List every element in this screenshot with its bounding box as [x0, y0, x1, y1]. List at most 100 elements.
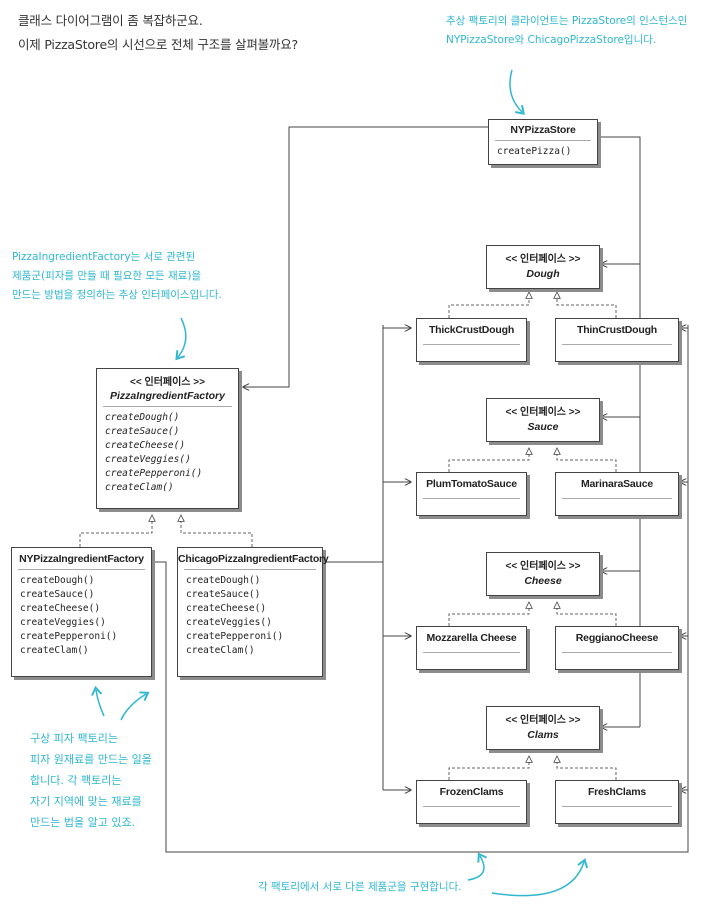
realize-plumtomato — [448, 448, 529, 472]
class-name: MarinaraSauce — [580, 478, 654, 490]
realize-reggiano — [557, 602, 617, 626]
interface-name: Sauce — [527, 421, 559, 433]
divider — [184, 569, 316, 570]
realize-marinara — [557, 448, 617, 472]
realize-ny-factory — [79, 515, 152, 547]
divider — [562, 806, 672, 807]
pointer-arrow-icon — [467, 852, 487, 881]
stereotype-label: << 인터페이스 >> — [505, 254, 581, 265]
class-name: NYPizzaStore — [510, 124, 576, 136]
ny-factory-loop — [152, 325, 689, 853]
store-to-factory-association — [243, 126, 488, 387]
method: createSauce() — [186, 589, 261, 600]
realize-thickcrust — [448, 292, 529, 318]
realize-freshclams — [557, 756, 617, 780]
class-name: ThinCrustDough — [576, 324, 658, 336]
interface-clams: << 인터페이스 >> Clams — [486, 706, 600, 750]
class-name: FreshClams — [587, 786, 647, 798]
divider — [423, 344, 520, 345]
interface-pizzaingredientfactory: << 인터페이스 >> PizzaIngredientFactory creat… — [96, 368, 239, 509]
method: createDough() — [20, 575, 95, 586]
method: createPepperoni() — [105, 468, 203, 479]
interface-name: PizzaIngredientFactory — [110, 390, 225, 402]
divider — [18, 569, 145, 570]
note-abstract-line: 만드는 방법을 정의하는 추상 인터페이스입니다. — [12, 289, 222, 301]
pointer-arrow-icon — [491, 858, 588, 897]
method: createCheese() — [20, 603, 101, 614]
class-name: Mozzarella Cheese — [426, 632, 517, 644]
divider — [423, 498, 520, 499]
note-abstract-line: 제품군(피자를 만들 때 필요한 모든 재료)을 — [12, 270, 202, 282]
stereotype-label: << 인터페이스 >> — [505, 407, 581, 418]
note-client-line: NYPizzaStore와 ChicagoPizzaStore입니다. — [446, 34, 657, 46]
class-thickcrustdough: ThickCrustDough — [416, 318, 527, 362]
method: createClam() — [186, 645, 255, 656]
store-right-trunk — [598, 136, 641, 727]
interface-dough: << 인터페이스 >> Dough — [486, 245, 600, 289]
divider — [562, 498, 672, 499]
pointer-arrow-icon — [120, 691, 150, 721]
method: createPepperoni() — [186, 631, 284, 642]
method-list: createDough() createSauce() createCheese… — [178, 570, 322, 658]
method-list: createDough() createSauce() createCheese… — [12, 570, 151, 658]
method: createClam() — [20, 645, 89, 656]
pointer-arrow-icon — [509, 69, 525, 115]
method: createVeggies() — [20, 617, 106, 628]
class-name: ChicagoPizzaIngredientFactory — [178, 553, 329, 565]
note-abstract-line: PizzaIngredientFactory는 서로 관련된 — [12, 251, 196, 263]
note-concrete-line: 피자 원재료를 만드는 일을 — [30, 753, 152, 766]
divider — [103, 406, 232, 407]
class-marinarasauce: MarinaraSauce — [555, 472, 679, 516]
note-concrete-line: 만드는 법을 알고 있죠. — [30, 816, 136, 829]
note-product-families: 각 팩토리에서 서로 다른 제품군을 구현합니다. — [258, 881, 462, 893]
note-client-line: 추상 팩토리의 클라이언트는 PizzaStore의 인스턴스인 — [446, 15, 688, 27]
realize-thincrust — [557, 292, 617, 318]
interface-name: Dough — [526, 268, 560, 280]
class-mozzarellacheese: Mozzarella Cheese — [416, 626, 527, 670]
note-concrete-line: 합니다. 각 팩토리는 — [30, 774, 122, 787]
method: createCheese() — [186, 603, 267, 614]
class-frozenclams: FrozenClams — [416, 780, 527, 824]
class-name: NYPizzaIngredientFactory — [19, 553, 144, 565]
stereotype-label: << 인터페이스 >> — [130, 377, 205, 388]
divider — [423, 806, 520, 807]
method-list: createPizza() — [489, 141, 597, 159]
note-client: 추상 팩토리의 클라이언트는 PizzaStore의 인스턴스인 NYPizza… — [446, 12, 687, 50]
stereotype-label: << 인터페이스 >> — [505, 561, 581, 572]
divider — [562, 344, 672, 345]
class-thincrustdough: ThinCrustDough — [555, 318, 679, 362]
pointer-arrow-icon — [91, 685, 105, 717]
realize-mozzarella — [448, 602, 529, 626]
interface-name: Cheese — [524, 575, 562, 587]
class-name: ReggianoCheese — [575, 632, 659, 644]
intro-line-1: 클래스 다이어그램이 좀 복잡하군요. — [18, 13, 203, 28]
method: createVeggies() — [105, 454, 191, 465]
pointer-arrow-icon — [175, 317, 187, 361]
realize-frozenclams — [448, 756, 529, 780]
method: createPizza() — [497, 146, 572, 157]
method: createSauce() — [20, 589, 95, 600]
class-nypizzaingredientfactory: NYPizzaIngredientFactory createDough() c… — [11, 547, 152, 677]
class-nypizzastore: NYPizzaStore createPizza() — [488, 119, 598, 165]
class-name: ThickCrustDough — [428, 324, 515, 336]
class-name: FrozenClams — [439, 786, 504, 798]
class-plumtomatosauce: PlumTomatoSauce — [416, 472, 527, 516]
method-list: createDough() createSauce() createCheese… — [97, 407, 238, 495]
method: createDough() — [105, 412, 180, 423]
method: createPepperoni() — [20, 631, 118, 642]
method: createDough() — [186, 575, 261, 586]
divider — [495, 140, 591, 141]
interface-sauce: << 인터페이스 >> Sauce — [486, 398, 600, 442]
divider — [423, 652, 520, 653]
method: createVeggies() — [186, 617, 272, 628]
note-concrete-factory: 구상 피자 팩토리는 피자 원재료를 만드는 일을 합니다. 각 팩토리는 자기… — [30, 728, 152, 833]
realize-chicago-factory — [181, 515, 253, 547]
method: createSauce() — [105, 426, 180, 437]
class-chicagopizzaingredientfactory: ChicagoPizzaIngredientFactory createDoug… — [177, 547, 329, 677]
class-name: PlumTomatoSauce — [426, 478, 517, 490]
note-concrete-line: 구상 피자 팩토리는 — [30, 732, 118, 745]
method: createClam() — [105, 482, 174, 493]
note-abstract-factory: PizzaIngredientFactory는 서로 관련된 제품군(피자를 만… — [12, 248, 222, 305]
stereotype-label: << 인터페이스 >> — [505, 715, 581, 726]
